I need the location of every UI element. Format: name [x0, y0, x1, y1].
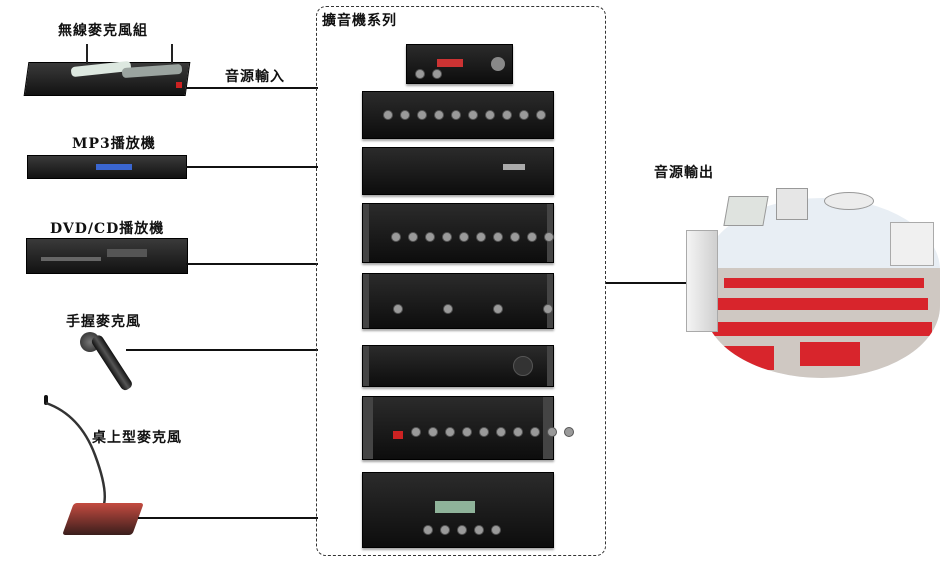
amplifier-7	[362, 396, 574, 460]
classroom-speakers-icon	[684, 186, 940, 382]
amplifier-series-frame	[316, 6, 606, 556]
dvd-player-label: DVD/CD播放機	[50, 221, 165, 237]
amplifier-series-title: 擴音機系列	[322, 13, 397, 29]
amplifier-4	[362, 203, 554, 263]
amplifier-6	[362, 345, 554, 387]
amplifier-8	[362, 472, 554, 548]
connector-desk	[138, 517, 318, 519]
output-caption: 音源輸出	[654, 165, 714, 181]
mp3-player-label: MP3播放機	[72, 136, 156, 152]
amplifier-3	[362, 147, 554, 195]
connector-mp3	[186, 166, 318, 168]
amplifier-2	[362, 91, 554, 139]
connector-handheld	[126, 349, 318, 351]
handheld-mic-icon	[78, 326, 138, 396]
gooseneck-desk-mic-icon	[40, 395, 150, 543]
input-caption: 音源輸入	[225, 69, 285, 85]
connector-wireless	[186, 87, 318, 89]
wireless-mic-receiver-icon	[23, 42, 191, 96]
connector-output	[606, 282, 686, 284]
desk-mic-label: 桌上型麥克風	[92, 430, 182, 446]
wireless-mic-label: 無線麥克風組	[58, 23, 148, 39]
amplifier-5	[362, 273, 554, 329]
connector-dvd	[186, 263, 318, 265]
mp3-player-icon	[27, 155, 187, 179]
handheld-mic-label: 手握麥克風	[66, 314, 141, 330]
amplifier-1	[406, 44, 513, 84]
dvd-player-icon	[26, 238, 188, 274]
